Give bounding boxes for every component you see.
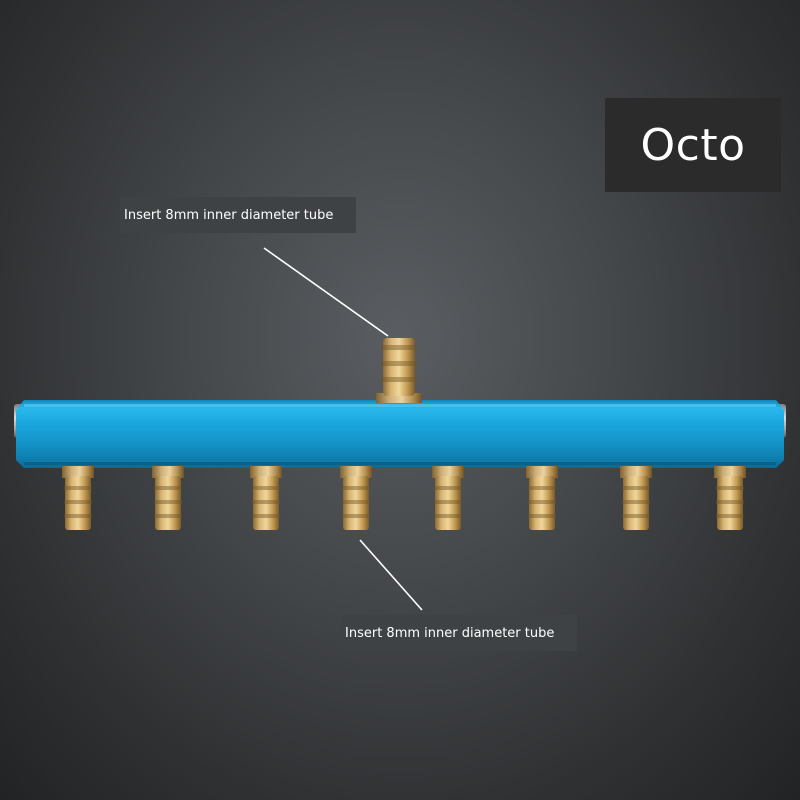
outlet-fitting xyxy=(340,466,372,530)
outlet-fitting xyxy=(620,466,652,530)
outlet-fitting xyxy=(250,466,282,530)
callout-bottom-leader xyxy=(359,539,423,611)
callout-bottom-label: Insert 8mm inner diameter tube xyxy=(341,615,577,651)
inlet-fitting xyxy=(376,338,422,403)
outlet-fitting xyxy=(152,466,184,530)
variant-badge: Octo xyxy=(605,98,781,192)
outlet-fitting xyxy=(432,466,464,530)
manifold-body xyxy=(16,400,784,468)
variant-badge-label: Octo xyxy=(640,119,746,171)
outlet-fitting xyxy=(62,466,94,530)
outlet-fitting xyxy=(526,466,558,530)
outlet-fittings xyxy=(62,466,746,530)
outlet-fitting xyxy=(714,466,746,530)
callout-top-leader xyxy=(263,247,389,337)
callout-top-label: Insert 8mm inner diameter tube xyxy=(120,197,356,233)
